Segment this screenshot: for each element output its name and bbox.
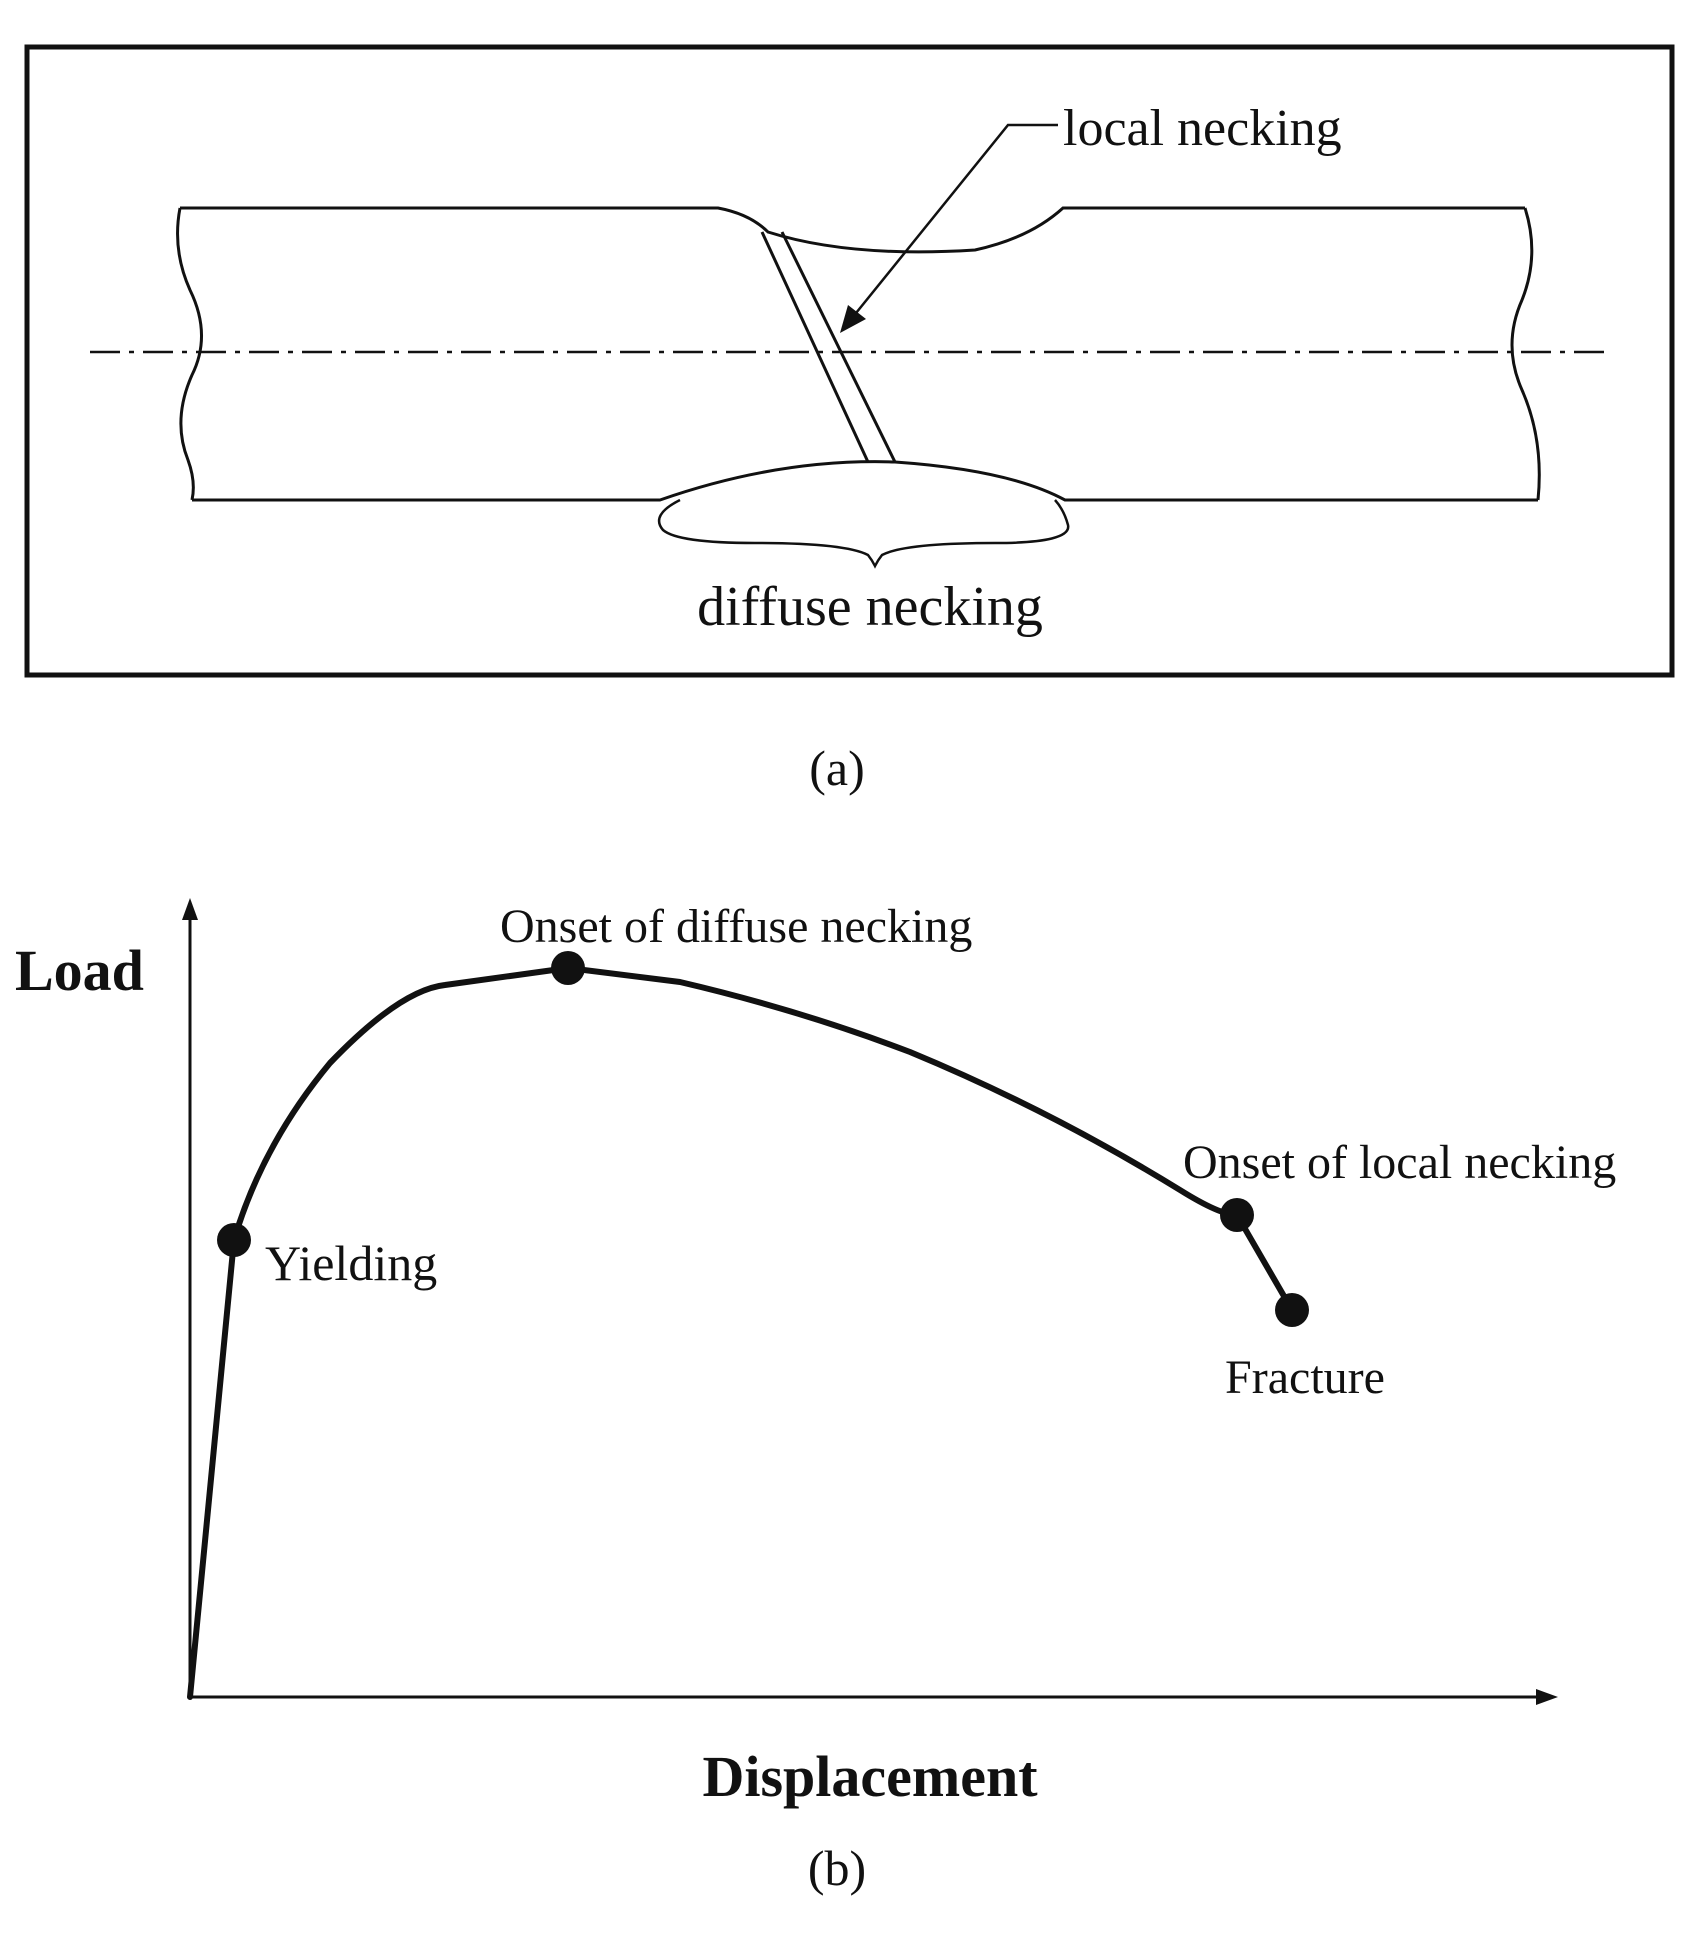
diffuse-necking-brace xyxy=(657,498,1070,569)
specimen-right-break xyxy=(1510,207,1541,501)
local-necking-arrowhead xyxy=(840,305,866,333)
load-displacement-curve xyxy=(187,965,1295,1700)
panel-b-caption: (b) xyxy=(808,1840,866,1896)
fracture-label: Fracture xyxy=(1225,1351,1385,1404)
local-necking-label: local necking xyxy=(1063,100,1342,157)
panel-b: Load Displacement Yielding Onset of diff… xyxy=(15,898,1616,1809)
yielding-point xyxy=(217,1223,251,1257)
y-axis-arrowhead xyxy=(182,898,198,920)
panel-a: local necking diffuse necking xyxy=(24,44,1675,678)
specimen xyxy=(176,206,1541,502)
local-necking-point xyxy=(1220,1198,1254,1232)
y-axis-label: Load xyxy=(15,938,144,1003)
shear-band-line-right xyxy=(780,231,897,463)
local-necking-leader-line xyxy=(851,123,1058,319)
specimen-bottom-edge xyxy=(192,460,1538,502)
local-necking-point-label: Onset of local necking xyxy=(1183,1136,1616,1189)
x-axis-arrowhead xyxy=(1536,1689,1558,1705)
specimen-top-edge xyxy=(180,206,1525,254)
diffuse-necking-point-label: Onset of diffuse necking xyxy=(500,900,972,953)
x-axis-label: Displacement xyxy=(702,1744,1038,1809)
panel-a-caption: (a) xyxy=(809,740,865,796)
diffuse-necking-label: diffuse necking xyxy=(697,576,1043,638)
specimen-left-break xyxy=(176,207,203,501)
fracture-point xyxy=(1275,1293,1309,1327)
local-necking-leader xyxy=(840,123,1058,333)
diffuse-necking-point xyxy=(551,951,585,985)
shear-band-line-left xyxy=(760,231,870,463)
panel-a-frame xyxy=(24,44,1675,678)
yielding-label: Yielding xyxy=(265,1235,437,1291)
